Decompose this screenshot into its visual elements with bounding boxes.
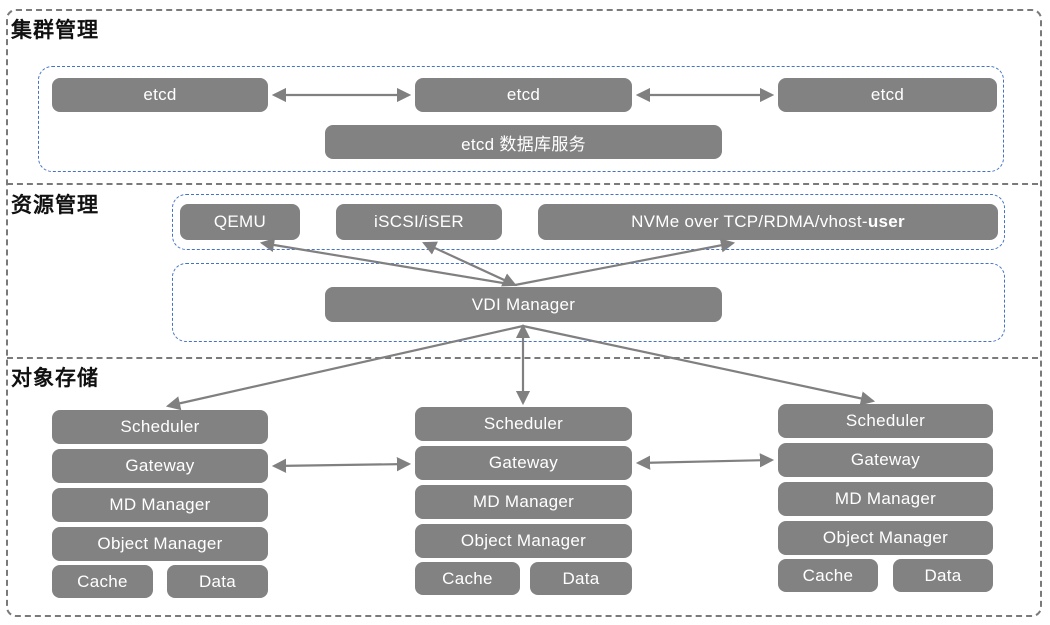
node-object-manager-right: Object Manager [778,521,993,555]
node-etcd-2: etcd [415,78,632,112]
node-md-manager-mid: MD Manager [415,485,632,519]
node-iscsi-iser: iSCSI/iSER [336,204,502,240]
node-cache-left: Cache [52,565,153,598]
section-title-resource: 资源管理 [11,194,99,217]
section-title-storage: 对象存储 [11,367,99,390]
outer-frame [6,9,1042,617]
node-scheduler-left: Scheduler [52,410,268,444]
node-nvme: NVMe over TCP/RDMA/vhost-user [538,204,998,240]
cluster-etcd-group [38,66,1004,172]
nvme-label-bold: user [867,212,905,231]
node-gateway-mid: Gateway [415,446,632,480]
node-object-manager-mid: Object Manager [415,524,632,558]
node-md-manager-left: MD Manager [52,488,268,522]
node-data-right: Data [893,559,993,592]
node-etcd-1: etcd [52,78,268,112]
node-data-mid: Data [530,562,632,595]
node-cache-right: Cache [778,559,878,592]
node-md-manager-right: MD Manager [778,482,993,516]
node-object-manager-left: Object Manager [52,527,268,561]
node-etcd-service: etcd 数据库服务 [325,125,722,159]
node-qemu: QEMU [180,204,300,240]
node-gateway-right: Gateway [778,443,993,477]
section-divider-1 [7,183,1038,185]
node-vdi-manager: VDI Manager [325,287,722,322]
nvme-label-prefix: NVMe over TCP/RDMA/vhost- [631,212,868,231]
node-data-left: Data [167,565,268,598]
section-divider-2 [7,357,1038,359]
section-title-cluster: 集群管理 [11,19,99,42]
node-scheduler-mid: Scheduler [415,407,632,441]
node-gateway-left: Gateway [52,449,268,483]
node-etcd-3: etcd [778,78,997,112]
node-scheduler-right: Scheduler [778,404,993,438]
node-cache-mid: Cache [415,562,520,595]
